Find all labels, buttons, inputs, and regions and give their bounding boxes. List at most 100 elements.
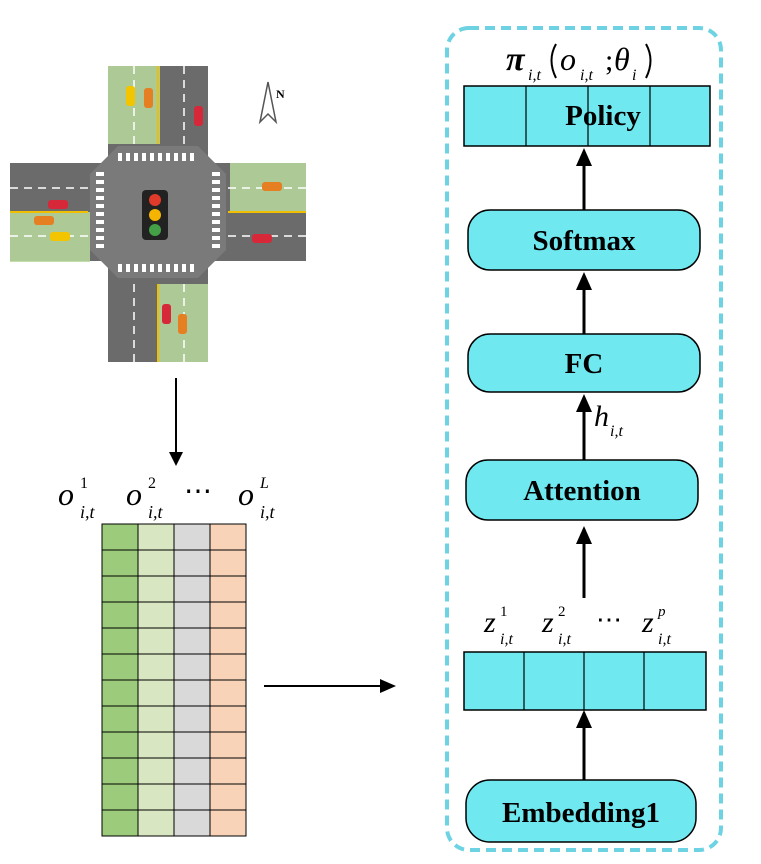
observation-cell	[173, 523, 211, 551]
policy-separator: ;	[605, 44, 613, 77]
crosswalk-east	[212, 172, 220, 248]
car-icon	[144, 88, 153, 108]
north-label: N	[276, 87, 285, 101]
z-symbol-1: z	[483, 606, 496, 639]
observation-cell	[173, 549, 211, 577]
z-symbol-p: z	[641, 606, 654, 639]
center-lines	[10, 66, 306, 362]
intersection-illustration: N	[10, 66, 306, 362]
observation-cell	[173, 627, 211, 655]
network-dashed-border	[445, 26, 723, 852]
observation-cell	[173, 705, 211, 733]
pi-symbol: π	[506, 41, 526, 78]
observation-cell	[137, 575, 175, 603]
observation-cell	[137, 653, 175, 681]
crosswalk-south	[118, 264, 194, 272]
embedding-vector-block	[463, 651, 707, 711]
observation-cell	[173, 731, 211, 759]
observation-cell	[101, 757, 139, 785]
observation-cell	[101, 783, 139, 811]
car-icon	[34, 216, 54, 225]
z-subscript-2: i,t	[558, 631, 571, 648]
observation-cell	[101, 809, 139, 837]
hidden-state-label: h i,t	[594, 400, 623, 440]
observation-cell	[101, 653, 139, 681]
observation-cell	[101, 679, 139, 707]
z-superscript-2: 2	[558, 604, 566, 620]
observation-cell	[209, 549, 247, 577]
observation-cell	[209, 705, 247, 733]
z-superscript-p: p	[657, 604, 666, 620]
car-icon	[262, 182, 282, 191]
observation-cell	[209, 731, 247, 759]
observation-cell	[137, 731, 175, 759]
crosswalk-west	[96, 172, 104, 248]
observation-labels: o 1 i,t o 2 i,t ⋯ o L i,t	[58, 475, 276, 522]
obs-ellipsis: ⋯	[184, 476, 212, 507]
north-arrow-icon: N	[258, 81, 285, 125]
obs-superscript-2: 2	[148, 475, 156, 492]
observation-cell	[137, 783, 175, 811]
obs-symbol-1: o	[58, 476, 74, 512]
policy-output-formula: π i,t o i,t ; θ i	[506, 41, 652, 84]
policy-o-subscript: i,t	[580, 67, 593, 84]
observation-cell	[137, 757, 175, 785]
observation-cell	[137, 679, 175, 707]
obs-symbol-L: o	[238, 476, 254, 512]
paren-close	[645, 43, 652, 79]
softmax-label: Softmax	[532, 225, 636, 257]
embedding1-label: Embedding1	[502, 797, 660, 829]
observation-cell	[173, 653, 211, 681]
fc-block: FC	[467, 333, 701, 393]
observation-cell	[137, 549, 175, 577]
crosswalks	[96, 153, 220, 272]
hidden-subscript: i,t	[610, 423, 623, 440]
policy-label: Policy	[565, 100, 641, 132]
observation-cell	[101, 523, 139, 551]
obs-subscript-2: i,t	[148, 502, 164, 522]
obs-subscript-1: i,t	[80, 502, 96, 522]
z-ellipsis: ⋯	[596, 605, 622, 634]
pi-subscript: i,t	[528, 67, 541, 84]
embedding1-block: Embedding1	[465, 779, 697, 843]
obs-superscript-L: L	[259, 475, 269, 492]
car-icon	[48, 200, 68, 209]
observation-cell	[173, 575, 211, 603]
crosswalk-north	[118, 153, 194, 161]
observation-cell	[209, 757, 247, 785]
policy-o-symbol: o	[560, 41, 576, 77]
theta-symbol: θ	[614, 41, 630, 77]
z-subscript-1: i,t	[500, 631, 513, 648]
observation-cell	[209, 523, 247, 551]
embedding-vector-labels: z 1 i,t z 2 i,t ⋯ z p i,t	[483, 604, 671, 648]
hidden-symbol: h	[594, 400, 609, 433]
observation-matrix	[101, 523, 247, 837]
attention-label: Attention	[523, 475, 641, 507]
softmax-block: Softmax	[467, 209, 701, 271]
observation-cell	[101, 549, 139, 577]
car-icon	[50, 232, 70, 241]
z-superscript-1: 1	[500, 604, 508, 620]
car-icon	[194, 106, 203, 126]
observation-cell	[137, 627, 175, 655]
observation-cell	[209, 601, 247, 629]
observation-cell	[209, 575, 247, 603]
car-icon	[178, 314, 187, 334]
obs-symbol-2: o	[126, 476, 142, 512]
observation-cell	[173, 757, 211, 785]
obs-superscript-1: 1	[80, 475, 88, 492]
observation-cell	[209, 679, 247, 707]
z-subscript-p: i,t	[658, 631, 671, 648]
cars	[34, 86, 282, 334]
car-icon	[126, 86, 135, 106]
theta-subscript: i	[632, 67, 636, 84]
observation-cell	[173, 783, 211, 811]
attention-block: Attention	[465, 459, 699, 521]
observation-cell	[137, 705, 175, 733]
observation-cell	[173, 601, 211, 629]
observation-cell	[173, 809, 211, 837]
arrow-head-right	[380, 679, 396, 693]
observation-cell	[209, 653, 247, 681]
